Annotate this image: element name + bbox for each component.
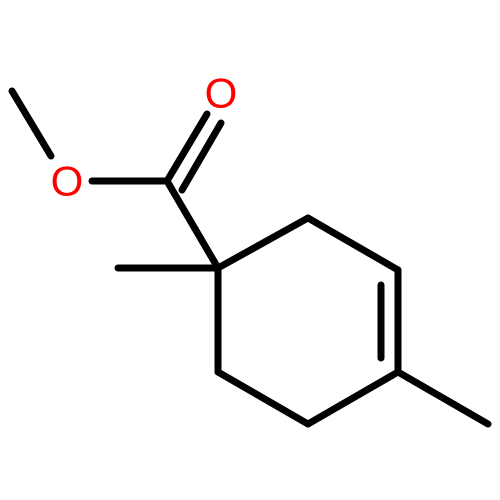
- bond-carbonyl-double-a: [163, 110, 211, 185]
- bond-ring-c1-c2: [214, 214, 312, 272]
- bond-methyl-to-ester-oxygen: [8, 87, 55, 160]
- ester-oxygen-label: O: [51, 158, 84, 205]
- carbonyl-oxygen-label: O: [205, 70, 238, 117]
- bond-carbonyl-double-b: [178, 119, 225, 194]
- bond-ring-c5-c6: [214, 368, 312, 428]
- bond-ring-c2-c3: [304, 214, 402, 274]
- bond-carbonyl-carbon-to-ring-carbon: [163, 177, 222, 272]
- bond-ring-c4-to-methyl: [394, 368, 492, 428]
- bond-ring-c4-c5: [304, 368, 402, 428]
